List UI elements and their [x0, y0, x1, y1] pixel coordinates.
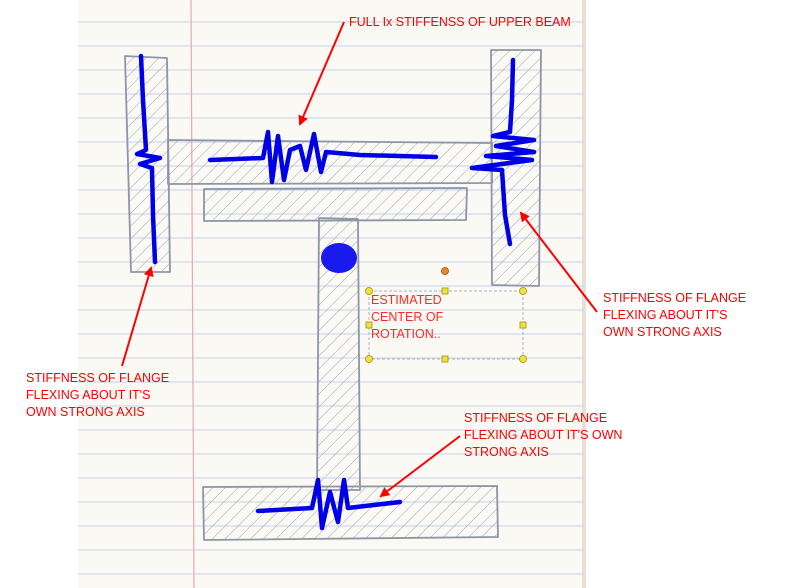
label-line: FLEXING ABOUT IT'S OWN — [464, 428, 623, 442]
resize-handle — [365, 355, 373, 363]
upper-beam-sketch — [124, 49, 542, 287]
label-line: STIFFNESS OF FLANGE — [603, 291, 747, 305]
resize-handle — [365, 287, 373, 295]
arrow-left-flange — [121, 266, 154, 367]
center-of-rotation-dot — [321, 243, 357, 273]
arrow-right-flange — [519, 211, 598, 313]
resize-handle — [441, 287, 449, 295]
label-bottom-flange: STIFFNESS OF FLANGE FLEXING ABOUT IT'S O… — [464, 410, 622, 461]
upper-beam-spring — [207, 129, 439, 185]
label-line: FLEXING ABOUT IT'S — [26, 388, 151, 402]
label-line: STIFFNESS OF FLANGE — [26, 371, 170, 385]
spring-marks — [134, 53, 537, 531]
label-upper-beam: FULL Ix STIFFENSS OF UPPER BEAM — [349, 14, 571, 31]
label-line: ESTIMATED — [371, 293, 442, 307]
right-flange-spring — [469, 57, 537, 247]
resize-handle — [365, 321, 373, 329]
resize-handle — [519, 321, 527, 329]
resize-handle — [441, 355, 449, 363]
label-line: CENTER OF — [371, 310, 444, 324]
arrow-bottom-flange — [379, 435, 461, 498]
label-line: FLEXING ABOUT IT'S — [603, 308, 728, 322]
resize-handle — [519, 355, 527, 363]
margin-line — [190, 0, 195, 588]
label-line: FULL Ix STIFFENSS OF UPPER BEAM — [349, 15, 571, 29]
bottom-flange-spring — [255, 477, 403, 531]
text-selection-box[interactable] — [365, 267, 527, 363]
resize-handle — [519, 287, 527, 295]
label-right-flange: STIFFNESS OF FLANGE FLEXING ABOUT IT'S O… — [603, 290, 746, 341]
annotation-arrows — [121, 21, 598, 498]
label-center-of-rotation[interactable]: ESTIMATED CENTER OF ROTATION.. — [371, 292, 443, 343]
label-left-flange: STIFFNESS OF FLANGE FLEXING ABOUT IT'S O… — [26, 370, 169, 421]
lower-beam-sketch — [202, 187, 499, 541]
rotate-handle — [441, 267, 449, 275]
arrow-upper-beam — [298, 21, 345, 126]
label-line: ROTATION.. — [371, 327, 441, 341]
label-line: OWN STRONG AXIS — [26, 405, 145, 419]
label-line: STRONG AXIS — [464, 445, 549, 459]
label-line: OWN STRONG AXIS — [603, 325, 722, 339]
label-line: STIFFNESS OF FLANGE — [464, 411, 608, 425]
left-flange-spring — [134, 53, 163, 265]
